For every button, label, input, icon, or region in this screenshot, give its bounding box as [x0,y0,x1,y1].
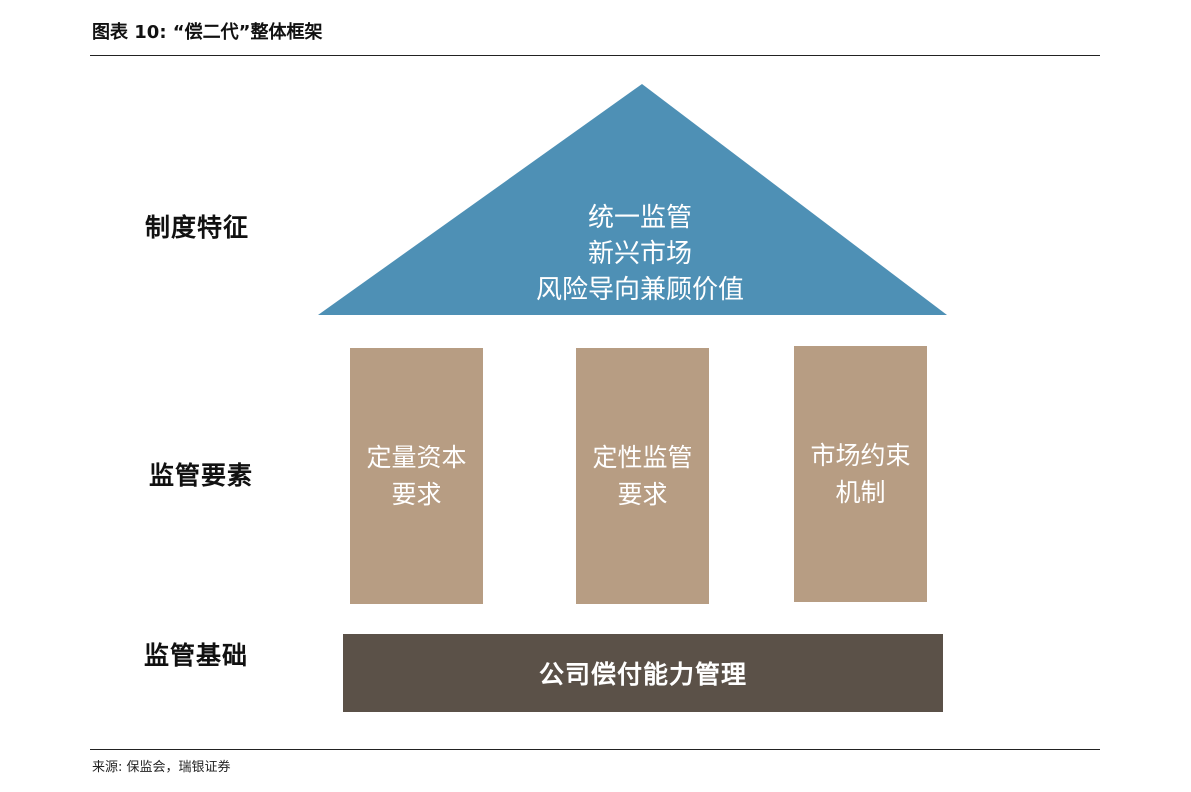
pillar-market-discipline: 市场约束 机制 [794,346,927,602]
pillar-qualitative-supervision: 定性监管 要求 [576,348,709,604]
row-label-foundation: 监管基础 [144,641,249,670]
pillar-3-line-1: 市场约束 [810,441,911,470]
row-label-elements: 监管要素 [149,461,254,490]
roof-shape [318,84,947,315]
pillar-quantitative-capital: 定量资本 要求 [350,348,483,604]
figure-title: 图表 10: “偿二代”整体框架 [92,22,323,43]
roof-triangle [318,84,947,315]
foundation-bar: 公司偿付能力管理 [343,634,943,712]
pillar-2-line-1: 定性监管 [592,443,693,472]
pillar-3-line-2: 机制 [835,478,886,507]
roof-line-3: 风险导向兼顾价值 [535,275,744,305]
roof-line-1: 统一监管 [587,203,692,233]
foundation-label: 公司偿付能力管理 [538,660,747,689]
pillar-1-line-1: 定量资本 [366,443,467,472]
roof-text: 统一监管 新兴市场 风险导向兼顾价值 [440,200,840,308]
row-label-system: 制度特征 [145,213,250,242]
top-rule [90,55,1100,56]
pillar-1-line-2: 要求 [391,480,442,509]
source-note: 来源: 保监会，瑞银证券 [92,760,231,775]
bottom-rule [90,749,1100,750]
roof-line-2: 新兴市场 [587,239,692,269]
pillar-2-line-2: 要求 [617,480,668,509]
